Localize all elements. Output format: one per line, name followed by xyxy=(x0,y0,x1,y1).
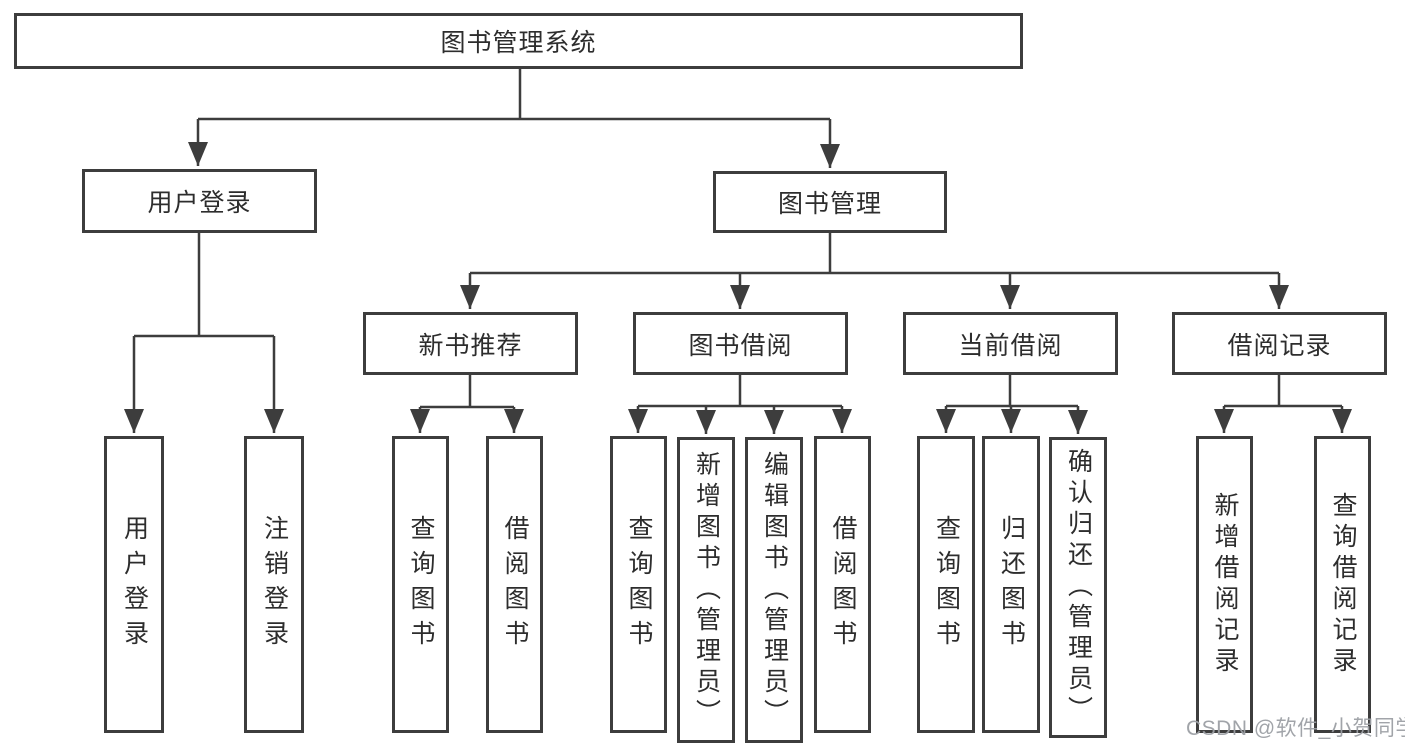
leaf-borrow-books-1: 借阅图书 xyxy=(486,436,543,733)
node-book-management: 图书管理 xyxy=(713,171,947,233)
leaf-label: 新增图书（管理员） xyxy=(692,450,721,730)
leaf-edit-books-admin: 编辑图书（管理员） xyxy=(745,437,803,743)
leaf-label: 编辑图书（管理员） xyxy=(760,450,789,730)
leaf-label: 借阅图书 xyxy=(501,514,529,655)
leaf-query-books-1: 查询图书 xyxy=(392,436,449,733)
node-current-borrowing: 当前借阅 xyxy=(903,312,1118,375)
csdn-watermark: CSDN @软件_小贺同学 xyxy=(1186,717,1405,740)
node-library-system: 图书管理系统 xyxy=(14,13,1023,69)
leaf-query-borrow-record: 查询借阅记录 xyxy=(1314,436,1371,733)
leaf-label: 查询图书 xyxy=(625,514,653,655)
leaf-label: 确认归还（管理员） xyxy=(1064,448,1093,727)
node-borrowing-records: 借阅记录 xyxy=(1172,312,1387,375)
leaf-label: 用户登录 xyxy=(120,514,149,655)
leaf-query-books-2: 查询图书 xyxy=(610,436,667,733)
leaf-label: 查询图书 xyxy=(932,514,961,655)
leaf-add-books-admin: 新增图书（管理员） xyxy=(677,437,735,743)
node-label: 借阅记录 xyxy=(1227,331,1332,360)
node-label: 当前借阅 xyxy=(958,331,1063,360)
leaf-label: 新增借阅记录 xyxy=(1211,491,1239,678)
leaf-label: 归还图书 xyxy=(997,514,1026,655)
leaf-confirm-return-admin: 确认归还（管理员） xyxy=(1049,437,1107,738)
node-book-borrowing: 图书借阅 xyxy=(633,312,848,375)
leaf-return-books: 归还图书 xyxy=(982,436,1040,733)
leaf-label: 注销登录 xyxy=(260,514,289,655)
leaf-label: 查询图书 xyxy=(407,514,435,655)
node-user-login: 用户登录 xyxy=(82,169,317,233)
leaf-add-borrow-record: 新增借阅记录 xyxy=(1196,436,1253,733)
leaf-label: 借阅图书 xyxy=(829,514,857,655)
leaf-borrow-books-2: 借阅图书 xyxy=(814,436,871,733)
node-label: 图书管理系统 xyxy=(440,29,597,57)
node-label: 图书借阅 xyxy=(688,331,793,360)
leaf-label: 查询借阅记录 xyxy=(1329,491,1357,678)
leaf-query-books-3: 查询图书 xyxy=(917,436,975,733)
leaf-logout: 注销登录 xyxy=(244,436,304,733)
node-label: 用户登录 xyxy=(147,189,252,217)
leaf-user-login: 用户登录 xyxy=(104,436,164,733)
node-new-book-recommendation: 新书推荐 xyxy=(363,312,578,375)
node-label: 图书管理 xyxy=(777,190,882,218)
node-label: 新书推荐 xyxy=(418,331,523,360)
